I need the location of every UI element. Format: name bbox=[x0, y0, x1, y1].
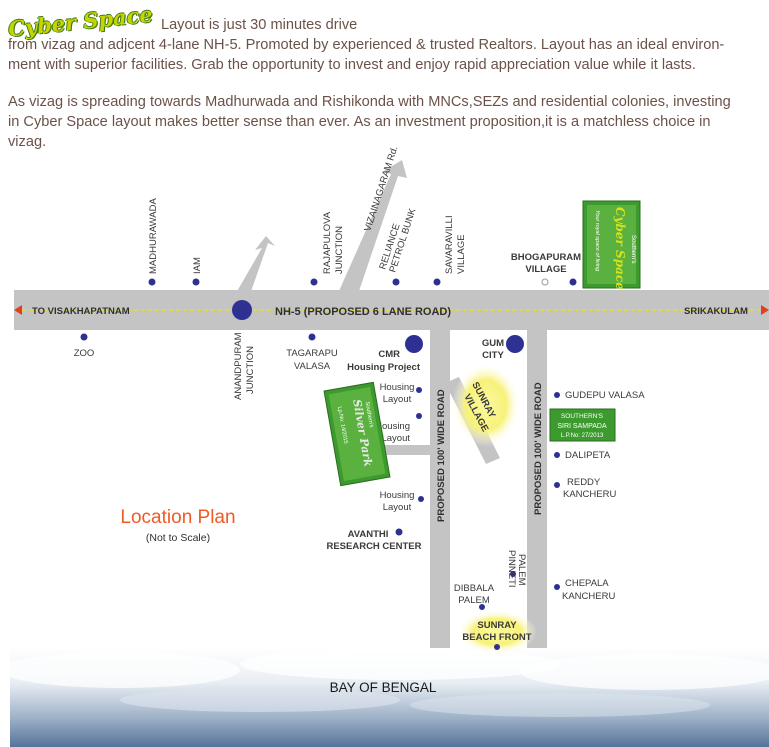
label-srikakulam: SRIKAKULAM bbox=[684, 306, 748, 317]
label-housing-1b: Layout bbox=[383, 394, 412, 405]
marker-bhogapuram-ring bbox=[541, 278, 549, 286]
label-pinneti-2: PALEM bbox=[516, 554, 527, 586]
marker-anandpuram-junction bbox=[232, 300, 252, 320]
wide-road-left bbox=[430, 315, 450, 648]
sea bbox=[0, 648, 769, 747]
label-housing-1a: Housing bbox=[380, 382, 415, 393]
silver-park-road bbox=[385, 445, 431, 455]
marker-bhogapuram bbox=[569, 278, 577, 286]
label-rajapulova-2: JUNCTION bbox=[334, 226, 345, 274]
label-reddy-1: REDDY bbox=[567, 477, 601, 488]
intro-para2-line-3: vizag. bbox=[8, 134, 47, 150]
sea-label: BAY OF BENGAL bbox=[330, 680, 437, 695]
label-chepala-2: KANCHERU bbox=[562, 591, 615, 602]
label-avanthi-1: AVANTHI bbox=[348, 529, 389, 540]
label-anandpuram-1: ANANDPURAM bbox=[233, 332, 244, 400]
marker-gudepu bbox=[554, 392, 560, 398]
marker-housing-2 bbox=[416, 413, 422, 419]
board-siri-sampada: SOUTHERN'S SIRI SAMPADA L.P.No: 27/2013 bbox=[549, 408, 616, 442]
label-housing-3b: Layout bbox=[383, 502, 412, 513]
label-savaravilli-1: SAVARAVILLI bbox=[444, 215, 455, 274]
label-gudepu: GUDEPU VALASA bbox=[565, 390, 645, 401]
label-beach-2: BEACH FRONT bbox=[462, 632, 531, 643]
marker-avanthi bbox=[395, 528, 403, 536]
label-housing-2a: Housing bbox=[375, 421, 410, 432]
label-wide-road-right: PROPOSED 100' WIDE ROAD bbox=[533, 382, 544, 515]
label-chepala-1: CHEPALA bbox=[565, 578, 609, 589]
marker-iam bbox=[192, 278, 200, 286]
label-madhurawada: MADHURAWADA bbox=[148, 198, 159, 274]
marker-housing-1 bbox=[416, 387, 422, 393]
siri-sampada-line-2: SIRI SAMPADA bbox=[557, 423, 607, 430]
label-gum-1: GUM bbox=[482, 338, 504, 349]
label-tagarapu-1: TAGARAPU bbox=[286, 348, 338, 359]
cyber-space-tagline: Your royal space of living bbox=[594, 210, 600, 272]
map-subtitle: (Not to Scale) bbox=[146, 532, 210, 544]
label-dalipeta: DALIPETA bbox=[565, 450, 611, 461]
intro-line-1: Layout is just 30 minutes drive bbox=[160, 17, 358, 33]
label-avanthi-2: RESEARCH CENTER bbox=[326, 541, 421, 552]
intro-line-2: from vizag and adjcent 4-lane NH-5. Prom… bbox=[8, 37, 725, 53]
marker-tagarapu bbox=[308, 333, 316, 341]
label-cmr-1: CMR bbox=[378, 349, 400, 360]
label-reddy-2: KANCHERU bbox=[563, 489, 616, 500]
siri-sampada-line-3: L.P.No: 27/2013 bbox=[561, 433, 604, 439]
label-housing-2b: Layout bbox=[381, 433, 410, 444]
cyber-space-brand: Southern's bbox=[630, 235, 636, 264]
map-title: Location Plan bbox=[120, 507, 235, 528]
marker-reliance bbox=[392, 278, 400, 286]
label-pinneti-1: PINNETI bbox=[506, 550, 517, 587]
label-iam: IAM bbox=[192, 257, 203, 274]
intro-para2-line-2: in Cyber Space layout makes better sense… bbox=[8, 114, 711, 130]
label-zoo: ZOO bbox=[74, 348, 95, 359]
label-savaravilli-2: VILLAGE bbox=[456, 234, 467, 274]
sunray-beach-glow bbox=[457, 610, 537, 654]
intro-line-3: ment with superior facilities. Grab the … bbox=[8, 57, 696, 73]
marker-dibbala-palem bbox=[479, 604, 485, 610]
sunray-village-glow bbox=[452, 363, 520, 447]
marker-gum-city bbox=[506, 335, 524, 353]
marker-savaravilli bbox=[433, 278, 441, 286]
east-arrow-icon bbox=[761, 305, 769, 315]
label-housing-3a: Housing bbox=[380, 490, 415, 501]
marker-pinneti-palem bbox=[510, 571, 516, 577]
label-beach-1: SUNRAY bbox=[477, 620, 517, 631]
label-bhogapuram-2: VILLAGE bbox=[525, 264, 566, 275]
marker-beach-front bbox=[494, 644, 500, 650]
anandpuram-spur bbox=[232, 236, 275, 300]
marker-housing-3 bbox=[418, 496, 424, 502]
nh5-highway bbox=[14, 290, 769, 330]
wide-road-right bbox=[527, 315, 547, 648]
vizianagaram-road bbox=[335, 160, 407, 300]
label-dibbala-2: PALEM bbox=[458, 595, 490, 606]
cyber-space-name: Cyber Space bbox=[613, 207, 627, 290]
label-gum-2: CITY bbox=[482, 350, 504, 361]
board-silver-park: Southern's Silver Park Lp.No: 14/2015 bbox=[323, 381, 391, 487]
marker-rajapulova bbox=[310, 278, 318, 286]
label-cmr-2: Housing Project bbox=[347, 362, 421, 373]
label-anandpuram-2: JUNCTION bbox=[245, 346, 256, 394]
marker-chepala-kancheru bbox=[554, 584, 560, 590]
marker-dalipeta bbox=[554, 452, 560, 458]
label-wide-road-left: PROPOSED 100' WIDE ROAD bbox=[436, 389, 447, 522]
silver-park-brand: Southern's bbox=[364, 401, 374, 428]
label-nh5: NH-5 (PROPOSED 6 LANE ROAD) bbox=[275, 306, 451, 318]
board-cyber-space: Southern's Cyber Space Your royal space … bbox=[582, 200, 641, 290]
label-bhogapuram-1: BHOGAPURAM bbox=[511, 252, 581, 263]
label-tagarapu-2: VALASA bbox=[294, 361, 331, 372]
label-rajapulova-1: RAJAPULOVA bbox=[322, 211, 333, 274]
marker-reddy-kancheru bbox=[554, 482, 560, 488]
siri-sampada-line-1: SOUTHERN'S bbox=[561, 413, 604, 420]
label-dibbala-1: DIBBALA bbox=[454, 583, 495, 594]
marker-cmr bbox=[405, 335, 423, 353]
marker-zoo bbox=[80, 333, 88, 341]
west-arrow-icon bbox=[14, 305, 22, 315]
label-to-visakhapatnam: TO VISAKHAPATNAM bbox=[32, 306, 130, 317]
intro-para2-line-1: As vizag is spreading towards Madhurwada… bbox=[8, 94, 731, 110]
marker-madhurawada bbox=[148, 278, 156, 286]
